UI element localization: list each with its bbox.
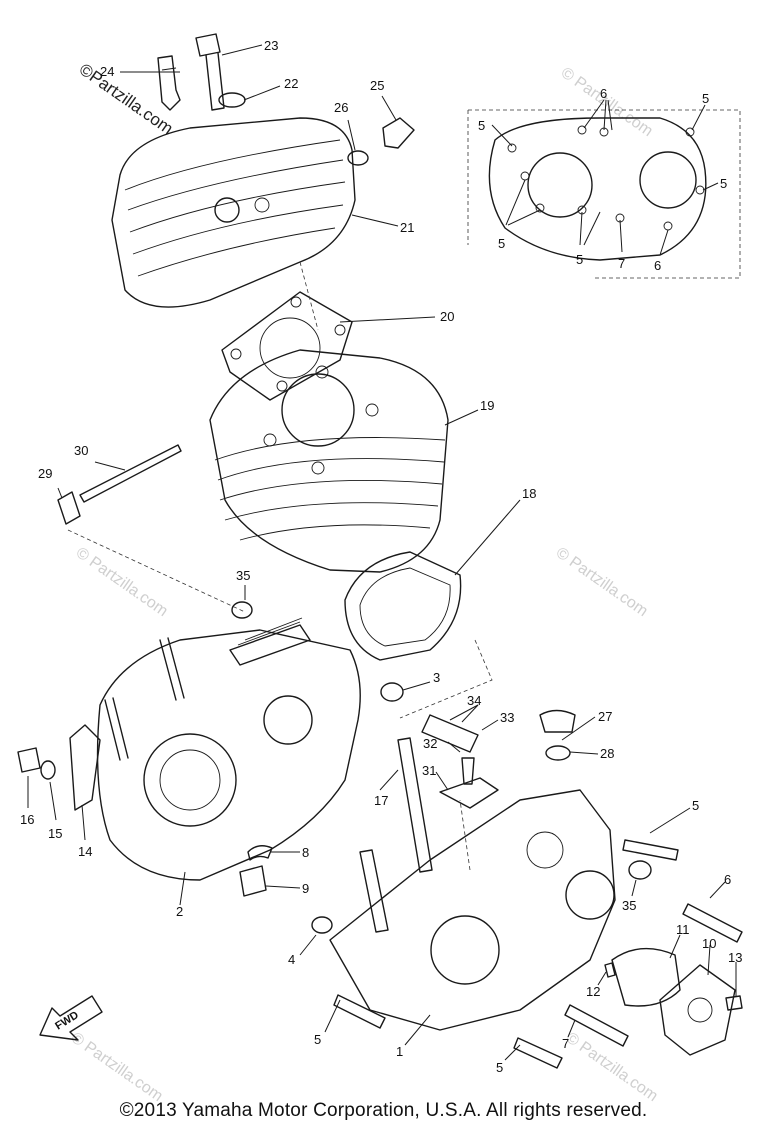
dowel-3-part [380, 682, 404, 702]
callout-21: 21 [400, 220, 414, 235]
bolt-9-part [239, 865, 267, 897]
callout-29: 29 [38, 466, 52, 481]
callout-11: 11 [676, 922, 690, 937]
bolt-13-part [725, 995, 743, 1011]
dowel-35-lower-part [628, 860, 652, 880]
callout-5-d: 5 [478, 118, 485, 133]
bolt-6-part [682, 903, 743, 943]
callout-22: 22 [284, 76, 298, 91]
callout-14: 14 [78, 844, 92, 859]
callout-5-c: 5 [496, 1060, 503, 1075]
callout-20: 20 [440, 309, 454, 324]
callout-26: 26 [334, 100, 348, 115]
callout-28: 28 [600, 746, 614, 761]
callout-8: 8 [302, 845, 309, 860]
plate-31-part [439, 777, 499, 809]
callout-24: 24 [100, 64, 114, 79]
callout-5-h: 5 [576, 252, 583, 267]
callout-6-a: 6 [724, 872, 731, 887]
right-crankcase-part [329, 789, 616, 1031]
dowel-35-upper-part [231, 601, 253, 619]
copyright-notice: ©2013 Yamaha Motor Corporation, U.S.A. A… [119, 1100, 648, 1121]
callout-5-g: 5 [498, 236, 505, 251]
callout-19: 19 [480, 398, 494, 413]
bolt-5-part [333, 839, 679, 1069]
callout-5-e: 5 [702, 91, 709, 106]
callout-12: 12 [586, 984, 600, 999]
callout-7-b: 7 [618, 256, 625, 271]
base-gasket-part [344, 551, 462, 661]
dowel-4-part [311, 916, 333, 934]
callout-23: 23 [264, 38, 278, 53]
crankcase-inset [467, 109, 741, 279]
alignment-lines [67, 261, 493, 871]
spark-plug-part [157, 55, 181, 111]
callout-labels: 23 24 22 25 26 21 20 19 18 30 29 35 3 34… [20, 38, 742, 1075]
callout-30: 30 [74, 443, 88, 458]
callout-35-lower: 35 [622, 898, 636, 913]
clip-8-part [247, 845, 273, 861]
callout-5-f: 5 [720, 176, 727, 191]
callout-6-b: 6 [600, 86, 607, 101]
cylinder-head-part [111, 117, 356, 308]
pipe-30-part [57, 444, 182, 525]
callout-25: 25 [370, 78, 384, 93]
leader-lines [27, 44, 737, 1061]
watermark-faint: © Partzilla.com [68, 1029, 166, 1105]
fwd-arrow-icon: FWD [39, 995, 103, 1041]
head-gasket-part [221, 291, 353, 401]
bolt-7-part [564, 1004, 629, 1047]
plug-27-part [539, 709, 576, 761]
callout-17: 17 [374, 793, 388, 808]
callout-5-b: 5 [314, 1032, 321, 1047]
watermark-faint: © Partzilla.com [73, 544, 171, 620]
callout-32: 32 [423, 736, 437, 751]
callout-35-upper: 35 [236, 568, 250, 583]
callout-10: 10 [702, 936, 716, 951]
callout-6-c: 6 [654, 258, 661, 273]
callout-13: 13 [728, 950, 742, 965]
stud-17-part [397, 737, 433, 873]
plate-14-part [17, 724, 101, 811]
callout-33: 33 [500, 710, 514, 725]
callout-16: 16 [20, 812, 34, 827]
callout-2: 2 [176, 904, 183, 919]
gasket-11-part [611, 947, 681, 1007]
callout-5-a: 5 [692, 798, 699, 813]
callout-9: 9 [302, 881, 309, 896]
callout-3: 3 [433, 670, 440, 685]
cylinder-part [209, 349, 449, 573]
callout-27: 27 [598, 709, 612, 724]
callout-7-a: 7 [562, 1036, 569, 1051]
cover-10-part [659, 964, 736, 1056]
left-crankcase-part [96, 617, 361, 881]
callout-1: 1 [396, 1044, 403, 1059]
pin-33-part [421, 714, 479, 753]
callout-34: 34 [467, 693, 481, 708]
pin-12-part [604, 962, 616, 978]
callout-4: 4 [288, 952, 295, 967]
watermark-faint: © Partzilla.com [553, 544, 651, 620]
callout-31: 31 [422, 763, 436, 778]
screw-32-part [461, 757, 475, 785]
bolt-23-part [195, 33, 246, 111]
plug-25-part [347, 117, 415, 166]
callout-15: 15 [48, 826, 62, 841]
callout-18: 18 [522, 486, 536, 501]
